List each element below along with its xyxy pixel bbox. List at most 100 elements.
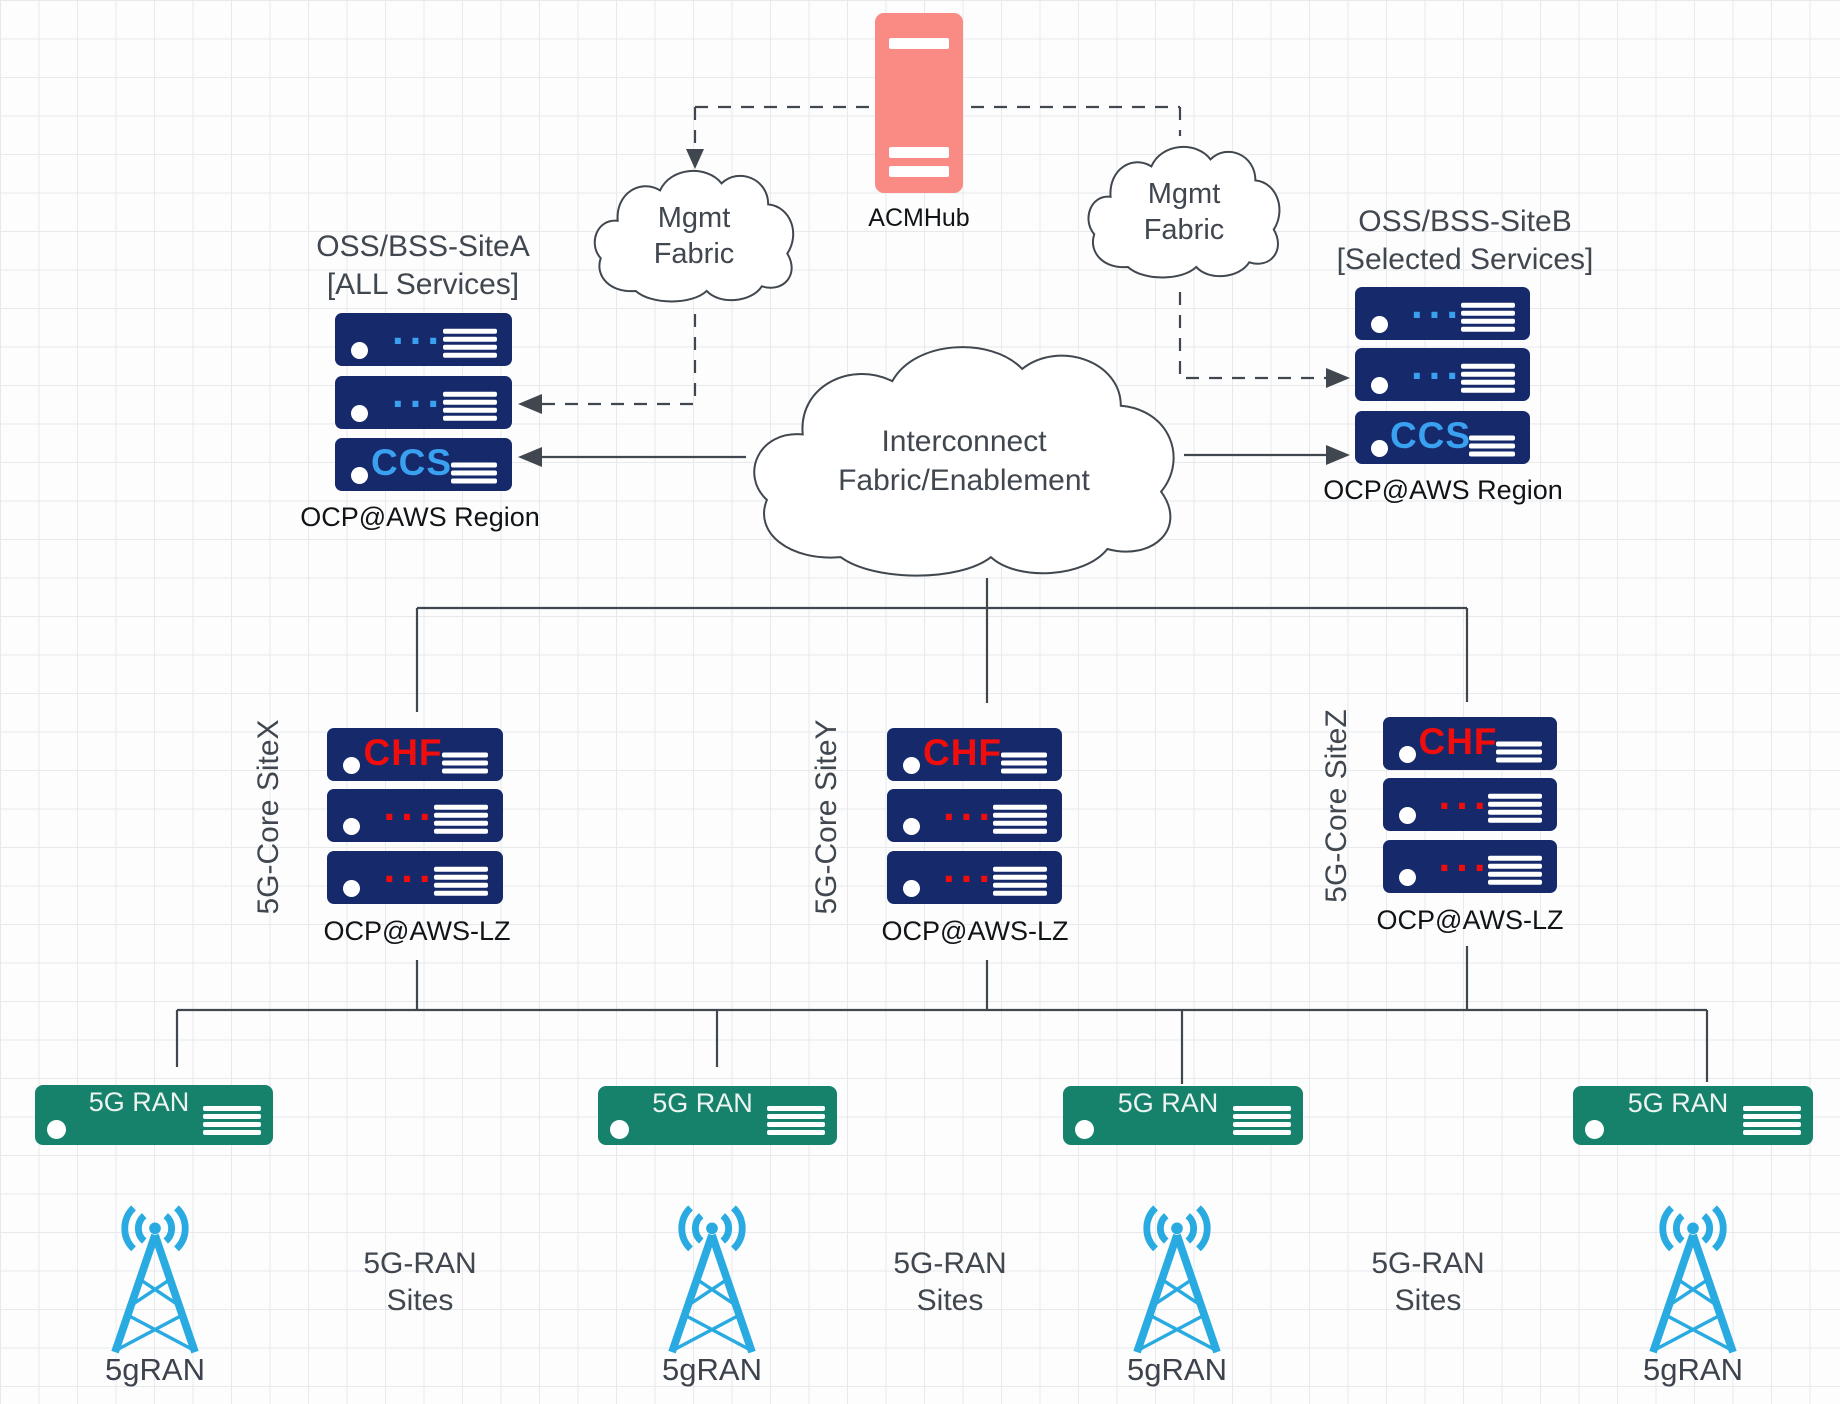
led-dot: [903, 818, 920, 835]
site-a-caption: OCP@AWS Region: [300, 502, 540, 532]
acmhub-label: ACMHub: [868, 204, 970, 232]
server-node-chf: CHF: [327, 728, 503, 781]
server-node-chf: CHF: [1383, 717, 1557, 770]
vent-lines-icon: [443, 325, 497, 361]
vent-lines-icon: [442, 749, 488, 777]
ran-sites-line1: 5G-RAN: [893, 1247, 1007, 1280]
ran-unit-label: 5G RAN: [88, 1087, 190, 1117]
cloud-label: Mgmt: [657, 202, 731, 234]
radio-tower-icon: [111, 1205, 199, 1354]
mgmt-fabric-cloud-left: Mgmt Fabric: [588, 160, 800, 312]
server-label: ...: [1438, 770, 1492, 818]
led-dot: [343, 880, 360, 897]
vent-lines-icon: [993, 801, 1047, 837]
server-node-ccs: CCS: [335, 438, 512, 491]
cloud-label: Fabric/Enablement: [838, 464, 1090, 497]
tower-label: 5gRAN: [1127, 1352, 1227, 1387]
server-node: ...: [1355, 341, 1530, 401]
radio-tower-icon: [1133, 1205, 1221, 1354]
server-node: ...: [887, 844, 1062, 904]
cloud-icon: [1082, 136, 1286, 288]
ran-sites-line1: 5G-RAN: [1371, 1247, 1485, 1280]
ran-sites-label: 5G-RAN Sites: [893, 1245, 1006, 1319]
server-label: ...: [942, 781, 996, 829]
server-label: ...: [1410, 279, 1464, 327]
led-dot: [1075, 1120, 1094, 1139]
cloud-label: Mgmt: [1147, 178, 1221, 210]
led-dot: [1371, 377, 1388, 394]
server-node: ...: [335, 369, 512, 429]
radio-tower-icon: [668, 1205, 756, 1354]
server-label: ...: [383, 843, 437, 891]
ran-sites-line1: 5G-RAN: [363, 1247, 477, 1280]
vent-lines-icon: [767, 1103, 825, 1139]
tower-label: 5gRAN: [662, 1352, 762, 1387]
vent-lines-icon: [434, 801, 488, 837]
server-node: ...: [1383, 833, 1557, 893]
core-sitex-label: 5G-Core SiteX: [252, 719, 285, 915]
core-sitey-label: 5G-Core SiteY: [810, 719, 843, 915]
server-node: ...: [1383, 771, 1557, 831]
ran-unit: 5G RAN: [1573, 1086, 1813, 1145]
ran-unit: 5G RAN: [1063, 1086, 1303, 1145]
site-a-title-line1: OSS/BSS-SiteA: [316, 230, 530, 263]
led-dot: [351, 342, 368, 359]
ran-unit: 5G RAN: [35, 1085, 273, 1145]
ran-sites-line2: Sites: [916, 1284, 984, 1317]
server-label: CHF: [363, 732, 443, 773]
ran-unit-label: 5G RAN: [1627, 1088, 1729, 1118]
ran-unit: 5G RAN: [598, 1086, 837, 1145]
vent-lines-icon: [1496, 738, 1542, 766]
vent-lines-icon: [451, 459, 497, 487]
ran-unit-label: 5G RAN: [652, 1088, 753, 1118]
server-node: ...: [335, 306, 512, 366]
radio-tower-icon: [1649, 1205, 1737, 1354]
server-node: ...: [327, 782, 503, 842]
mgmt-fabric-cloud-right: Mgmt Fabric: [1082, 136, 1286, 288]
vent-lines-icon: [1469, 432, 1515, 460]
led-dot: [903, 880, 920, 897]
led-dot: [903, 757, 920, 774]
server-label: CHF: [1418, 721, 1498, 762]
core-sitex-caption: OCP@AWS-LZ: [323, 916, 511, 946]
core-sitey-caption: OCP@AWS-LZ: [881, 916, 1069, 946]
led-dot: [1585, 1120, 1604, 1139]
tower-label: 5gRAN: [1643, 1352, 1743, 1387]
server-label: ...: [391, 305, 445, 353]
tower-label: 5gRAN: [105, 1352, 205, 1387]
vent-lines-icon: [1488, 790, 1542, 826]
cloud-icon: [588, 160, 800, 312]
led-dot: [343, 818, 360, 835]
led-dot: [1399, 807, 1416, 824]
ran-sites-label: 5G-RAN Sites: [1371, 1245, 1484, 1319]
server-label: CCS: [1389, 415, 1472, 456]
server-label: CHF: [922, 732, 1003, 773]
server-slot: [889, 166, 949, 177]
led-dot: [47, 1120, 66, 1139]
server-slot: [889, 147, 949, 158]
server-label: CCS: [370, 442, 453, 483]
led-dot: [610, 1120, 629, 1139]
server-slot: [889, 38, 949, 49]
solid-links: [175, 453, 1709, 1084]
server-node-chf: CHF: [887, 728, 1062, 781]
server-label: ...: [1438, 832, 1492, 880]
acmhub-server-icon: [875, 13, 963, 193]
vent-lines-icon: [1743, 1103, 1801, 1139]
server-node-ccs: CCS: [1355, 411, 1530, 464]
ran-sites-line2: Sites: [1394, 1284, 1462, 1317]
led-dot: [351, 467, 368, 484]
site-b-title: OSS/BSS-SiteB [Selected Services]: [1337, 203, 1594, 279]
ran-sites-label: 5G-RAN Sites: [363, 1245, 476, 1319]
ran-sites-line2: Sites: [386, 1284, 454, 1317]
core-sitez-label: 5G-Core SiteZ: [1320, 709, 1353, 903]
led-dot: [1399, 746, 1416, 763]
vent-lines-icon: [1488, 852, 1542, 888]
vent-lines-icon: [203, 1103, 261, 1139]
arrowheads: [518, 149, 1350, 467]
led-dot: [1399, 869, 1416, 886]
server-label: ...: [383, 781, 437, 829]
vent-lines-icon: [1461, 299, 1515, 335]
